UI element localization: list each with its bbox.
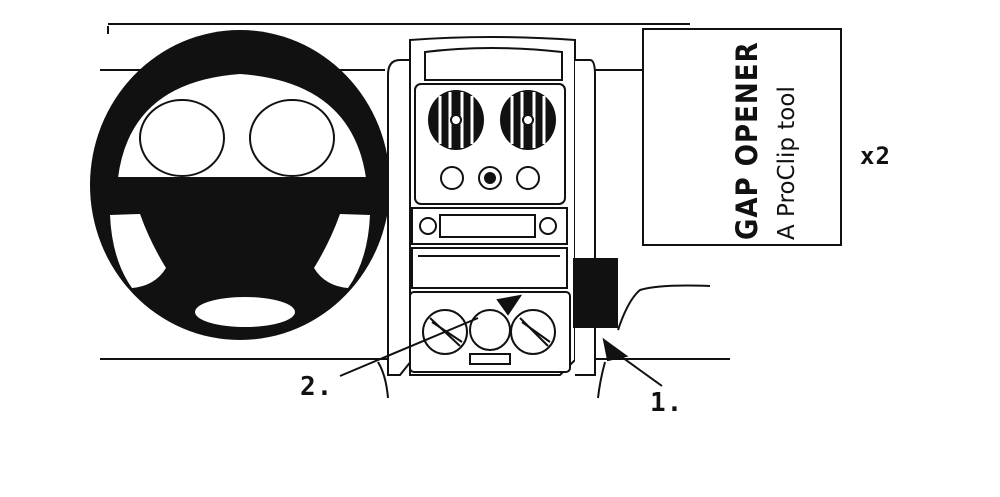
gap-opener-text: GAP OPENER A ProClip tool [730,41,820,240]
instrument-gauges [118,99,366,179]
leader-lines [339,294,663,387]
steering-wheel [90,30,390,340]
quantity-label: x2 [860,142,891,170]
gap-opener-title: GAP OPENER [730,41,764,240]
gap-opener-panel: GAP OPENER A ProClip tool [642,28,842,246]
callout-1-label: 1. [650,388,684,418]
climate-knobs [422,309,556,365]
callout-2-label: 2. [300,372,334,402]
mounting-bracket [573,258,618,328]
air-vents [428,90,556,150]
gap-opener-subtitle: A ProClip tool [774,86,800,240]
console-buttons [419,166,557,235]
